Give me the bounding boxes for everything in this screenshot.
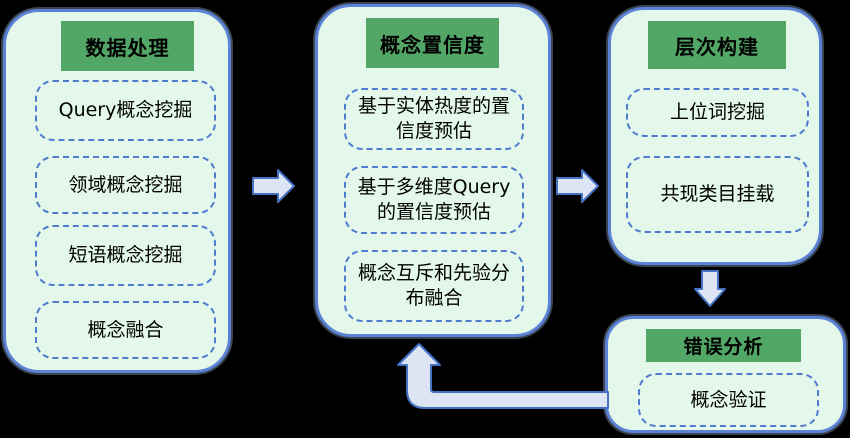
panel-item: 基于多维度Query的置信度预估 [344,166,524,234]
panel-error-analysis: 错误分析 概念验证 [605,316,846,433]
panel-item: 共现类目挂载 [626,156,809,233]
panel-item: Query概念挖掘 [35,80,216,141]
right-arrow-icon [252,168,296,204]
panel-item: 概念验证 [638,373,819,427]
elbow-up-arrow-icon [390,340,610,412]
panel-concept-confidence: 概念置信度 基于实体热度的置信度预估 基于多维度Query的置信度预估 概念互斥… [315,4,551,337]
down-arrow-icon [693,270,727,308]
right-arrow-icon [556,168,600,204]
panel-data-processing: 数据处理 Query概念挖掘 领域概念挖掘 短语概念挖掘 概念融合 [3,9,231,373]
panel-item: 基于实体热度的置信度预估 [344,88,524,150]
panel-header: 概念置信度 [366,18,499,68]
panel-item: 上位词挖掘 [626,88,809,137]
panel-item: 概念互斥和先验分布融合 [344,250,524,322]
panel-item: 概念融合 [35,301,216,359]
panel-item: 短语概念挖掘 [35,225,216,286]
panel-header: 层次构建 [648,21,786,69]
panel-hierarchy-construction: 层次构建 上位词挖掘 共现类目挂载 [608,7,822,265]
panel-item: 领域概念挖掘 [35,156,216,214]
panel-header: 错误分析 [646,329,801,362]
panel-header: 数据处理 [61,21,194,71]
